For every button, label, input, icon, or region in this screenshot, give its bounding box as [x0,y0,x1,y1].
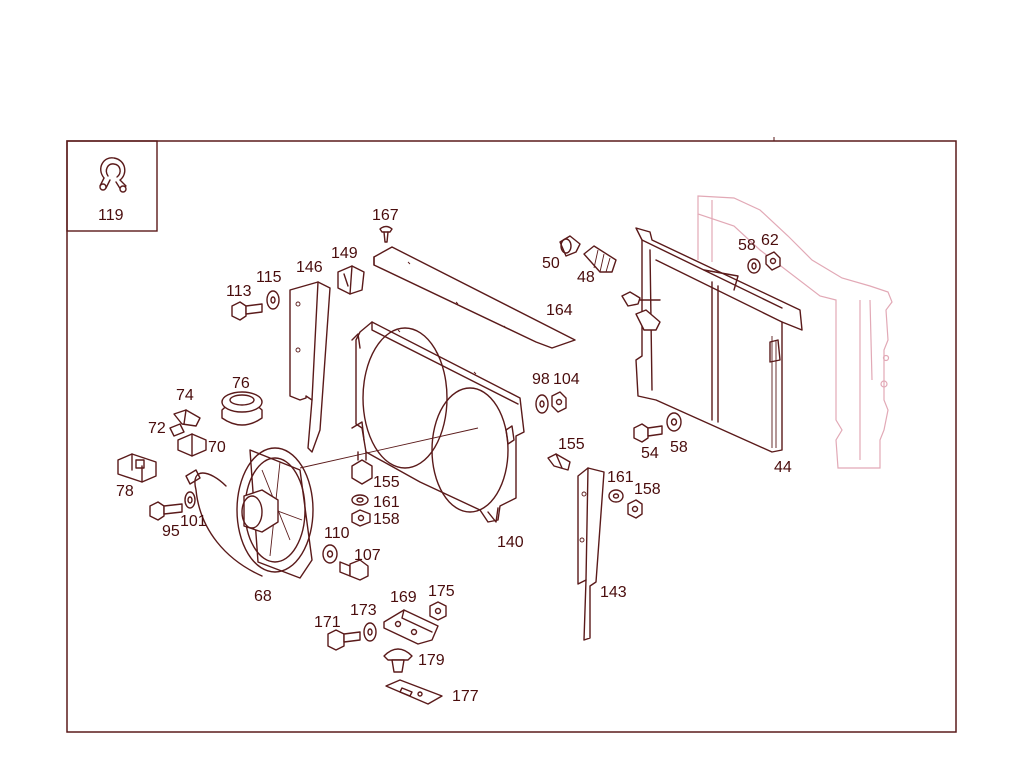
part-146[interactable]: 146 [289,259,331,453]
part-72[interactable]: 72 [148,420,185,437]
label-48: 48 [577,269,595,286]
label-107: 107 [354,547,381,564]
part-74[interactable]: 74 [173,387,201,427]
label-143: 143 [600,584,627,601]
label-173: 173 [350,602,377,619]
part-98[interactable]: 98 [532,371,550,414]
label-155-right: 155 [558,436,585,453]
label-110: 110 [324,525,350,542]
label-54: 54 [641,445,659,462]
label-179: 179 [418,652,445,669]
label-58-lower: 58 [670,439,688,456]
label-119: 119 [98,207,124,224]
label-167: 167 [372,207,399,224]
part-76[interactable]: 76 [221,375,263,426]
part-95[interactable]: 95 [149,501,183,540]
label-98: 98 [532,371,550,388]
label-158-left: 158 [373,511,400,528]
label-171: 171 [314,614,341,631]
part-58-upper[interactable]: 58 [738,237,761,274]
label-164: 164 [546,302,573,319]
label-169: 169 [390,589,417,606]
part-149[interactable]: 149 [331,245,365,295]
label-177: 177 [452,688,479,705]
radiator-ghost [697,195,893,469]
part-164[interactable]: 164 [373,246,576,349]
label-44: 44 [774,459,792,476]
label-58-upper: 58 [738,237,756,254]
part-167[interactable]: 167 [372,207,399,243]
part-113[interactable]: 113 [226,283,263,321]
part-173[interactable]: 173 [350,602,377,642]
part-107[interactable]: 107 [339,547,381,581]
part-169[interactable]: 169 [383,589,439,645]
part-179[interactable]: 179 [383,648,445,673]
part-104[interactable]: 104 [551,371,580,413]
label-140: 140 [497,534,524,551]
label-95: 95 [162,523,180,540]
label-50: 50 [542,255,560,272]
clamp-icon [99,157,127,193]
part-101[interactable]: 101 [180,491,207,530]
label-76: 76 [232,375,250,392]
part-78[interactable]: 78 [116,453,157,500]
label-70: 70 [208,439,226,456]
label-68: 68 [254,588,272,605]
part-158-left[interactable]: 158 [351,509,400,528]
label-62: 62 [761,232,779,249]
part-70[interactable]: 70 [177,433,226,457]
label-161-right: 161 [607,469,634,486]
part-62[interactable]: 62 [761,232,781,271]
part-140[interactable]: 140 [351,321,525,551]
part-58-lower[interactable]: 58 [666,412,688,456]
part-48[interactable]: 48 [577,245,617,286]
label-101: 101 [180,513,207,530]
part-158-right[interactable]: 158 [627,481,661,519]
part-115[interactable]: 115 [256,269,282,310]
inset-119[interactable]: 119 [66,140,158,232]
label-72: 72 [148,420,166,437]
part-110[interactable]: 110 [322,525,350,564]
part-50[interactable]: 50 [542,235,581,272]
label-113: 113 [226,283,252,300]
part-155-left[interactable]: 155 [351,451,400,491]
label-146: 146 [296,259,323,276]
part-155-right[interactable]: 155 [547,436,585,471]
part-175[interactable]: 175 [428,583,455,621]
label-155-left: 155 [373,474,400,491]
label-175: 175 [428,583,455,600]
part-177[interactable]: 177 [385,679,479,705]
part-44[interactable]: 44 [621,227,803,476]
label-149: 149 [331,245,358,262]
part-171[interactable]: 171 [314,614,361,651]
part-68[interactable]: 68 [185,427,479,605]
part-161-left[interactable]: 161 [351,494,400,511]
part-54[interactable]: 54 [633,423,663,462]
part-143[interactable]: 143 [577,467,627,641]
inset-box [66,140,158,232]
label-74: 74 [176,387,194,404]
diagram-frame [66,140,957,733]
label-78: 78 [116,483,134,500]
label-104: 104 [553,371,580,388]
label-161-left: 161 [373,494,400,511]
label-158-right: 158 [634,481,661,498]
part-161-right[interactable]: 161 [607,469,634,503]
label-115: 115 [256,269,282,286]
